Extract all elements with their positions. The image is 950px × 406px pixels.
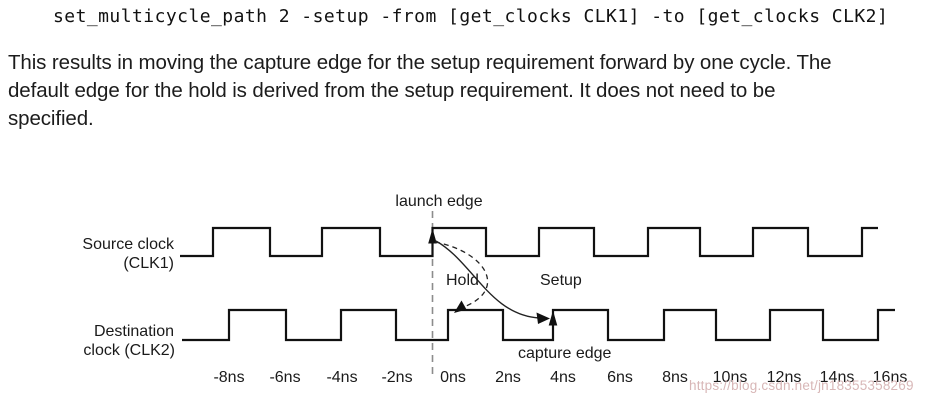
launch-edge-label: launch edge xyxy=(395,193,482,210)
destination-clock-label: Destination xyxy=(94,323,174,340)
destination-clock-name: clock (CLK2) xyxy=(83,342,175,359)
time-axis: -8ns -6ns -4ns -2ns 0ns 2ns 4ns 6ns 8ns 10ns 12ns 1… xyxy=(213,369,907,386)
description-paragraph: This results in moving the capture edge … xyxy=(8,49,948,133)
axis-tick-label: -2ns xyxy=(381,369,412,386)
paragraph-line-2: default edge for the hold is derived fro… xyxy=(8,79,776,102)
axis-tick-label: -6ns xyxy=(269,369,300,386)
hold-arrowhead-icon xyxy=(454,300,467,313)
setup-arrowhead-icon xyxy=(536,312,550,324)
hold-label: Hold xyxy=(446,272,479,289)
sdc-command: set_multicycle_path 2 -setup -from [get_… xyxy=(53,6,889,27)
axis-tick-label: 4ns xyxy=(550,369,576,386)
capture-edge-label: capture edge xyxy=(518,345,612,362)
axis-tick-label: 8ns xyxy=(662,369,688,386)
axis-tick-label: 0ns xyxy=(440,369,466,386)
setup-label: Setup xyxy=(540,272,582,289)
paragraph-line-1: This results in moving the capture edge … xyxy=(8,51,832,74)
axis-tick-label: 14ns xyxy=(820,369,855,386)
axis-tick-label: -4ns xyxy=(326,369,357,386)
axis-tick-label: 10ns xyxy=(713,369,748,386)
paragraph-line-3: specified. xyxy=(8,107,94,130)
axis-tick-label: 2ns xyxy=(495,369,521,386)
source-clock-waveform xyxy=(180,226,878,258)
setup-arrow-curve xyxy=(435,240,540,319)
source-clock-name: (CLK1) xyxy=(123,255,174,272)
source-clock-label: Source clock xyxy=(82,236,175,253)
watermark: https://blog.csdn.net/jn18355358269 xyxy=(689,378,914,393)
capture-edge-arrow-icon xyxy=(548,310,558,326)
axis-tick-label: 6ns xyxy=(607,369,633,386)
axis-tick-label: 12ns xyxy=(767,369,802,386)
axis-tick-label: 16ns xyxy=(873,369,908,386)
axis-tick-label: -8ns xyxy=(213,369,244,386)
launch-edge-arrow-icon xyxy=(428,228,437,244)
